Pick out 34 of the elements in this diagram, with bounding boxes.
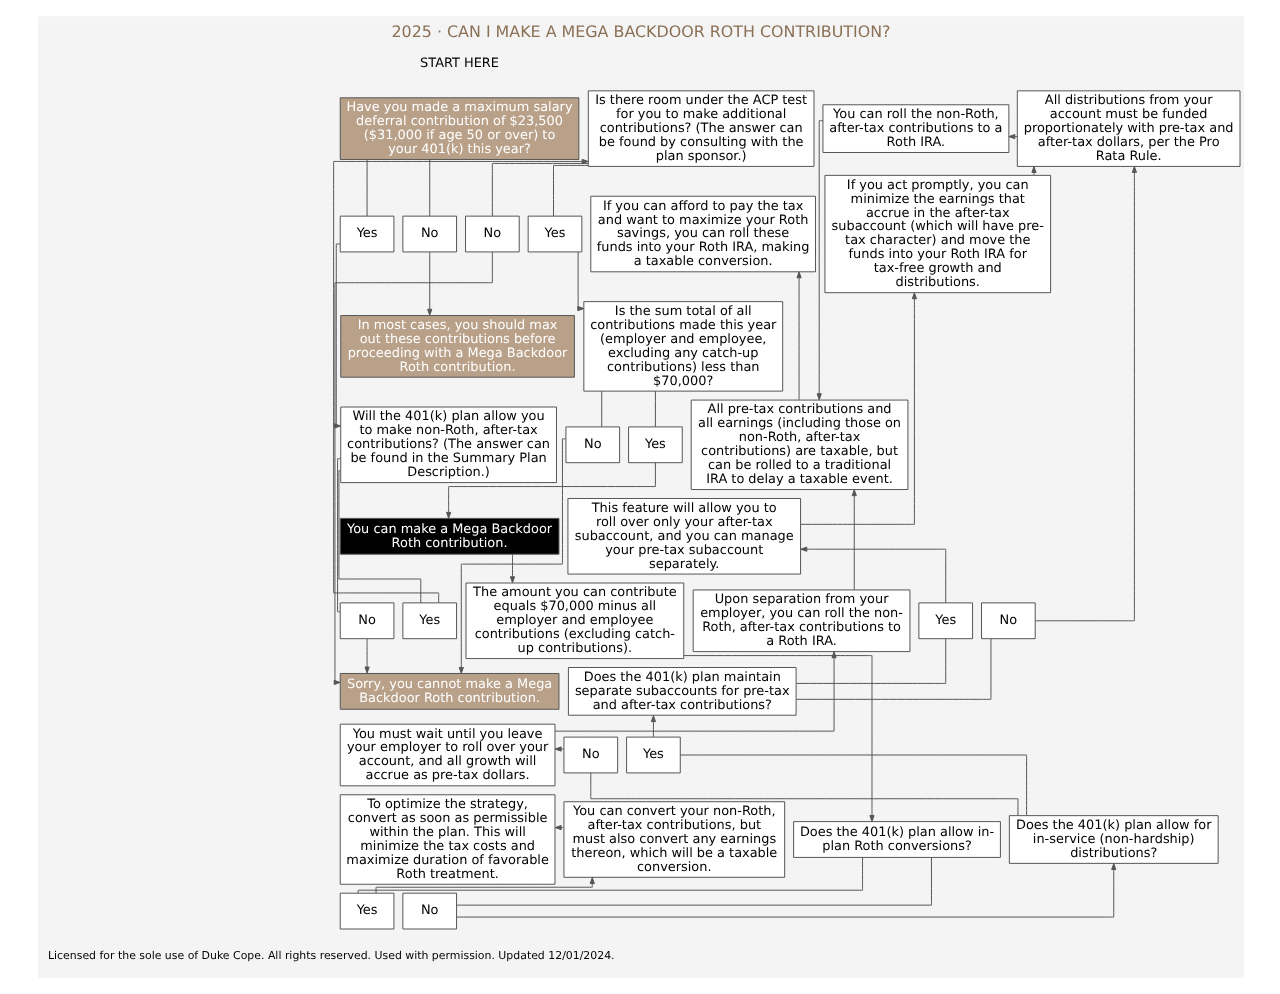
arrow: [426, 251, 432, 316]
arrow: [1030, 166, 1036, 176]
connector: [794, 638, 991, 700]
arrow: [682, 655, 874, 823]
connector: [490, 162, 588, 217]
arrow: [799, 546, 946, 604]
connector: [455, 856, 931, 906]
arrow: [553, 651, 836, 732]
connector: [653, 390, 655, 428]
arrow: [1007, 134, 1017, 140]
arrow: [445, 462, 655, 519]
arrow: [363, 638, 369, 674]
arrow: [1033, 165, 1136, 622]
connector: [337, 470, 421, 604]
connector: [365, 159, 367, 217]
connector: [356, 857, 863, 894]
connector: [428, 159, 430, 217]
arrow: [795, 271, 801, 401]
arrow: [553, 746, 564, 752]
connector: [679, 754, 1027, 816]
arrow: [850, 489, 856, 591]
arrow: [799, 292, 916, 525]
arrow: [374, 877, 594, 894]
arrow: [508, 553, 515, 584]
connector: [589, 772, 1018, 816]
arrow: [576, 251, 584, 312]
arrow: [457, 438, 566, 674]
connector: [794, 638, 946, 684]
connector: [600, 390, 602, 428]
connector: [552, 164, 588, 217]
connector: [336, 458, 340, 613]
arrow: [553, 825, 564, 831]
arrow: [815, 120, 823, 401]
arrow: [455, 863, 1116, 918]
